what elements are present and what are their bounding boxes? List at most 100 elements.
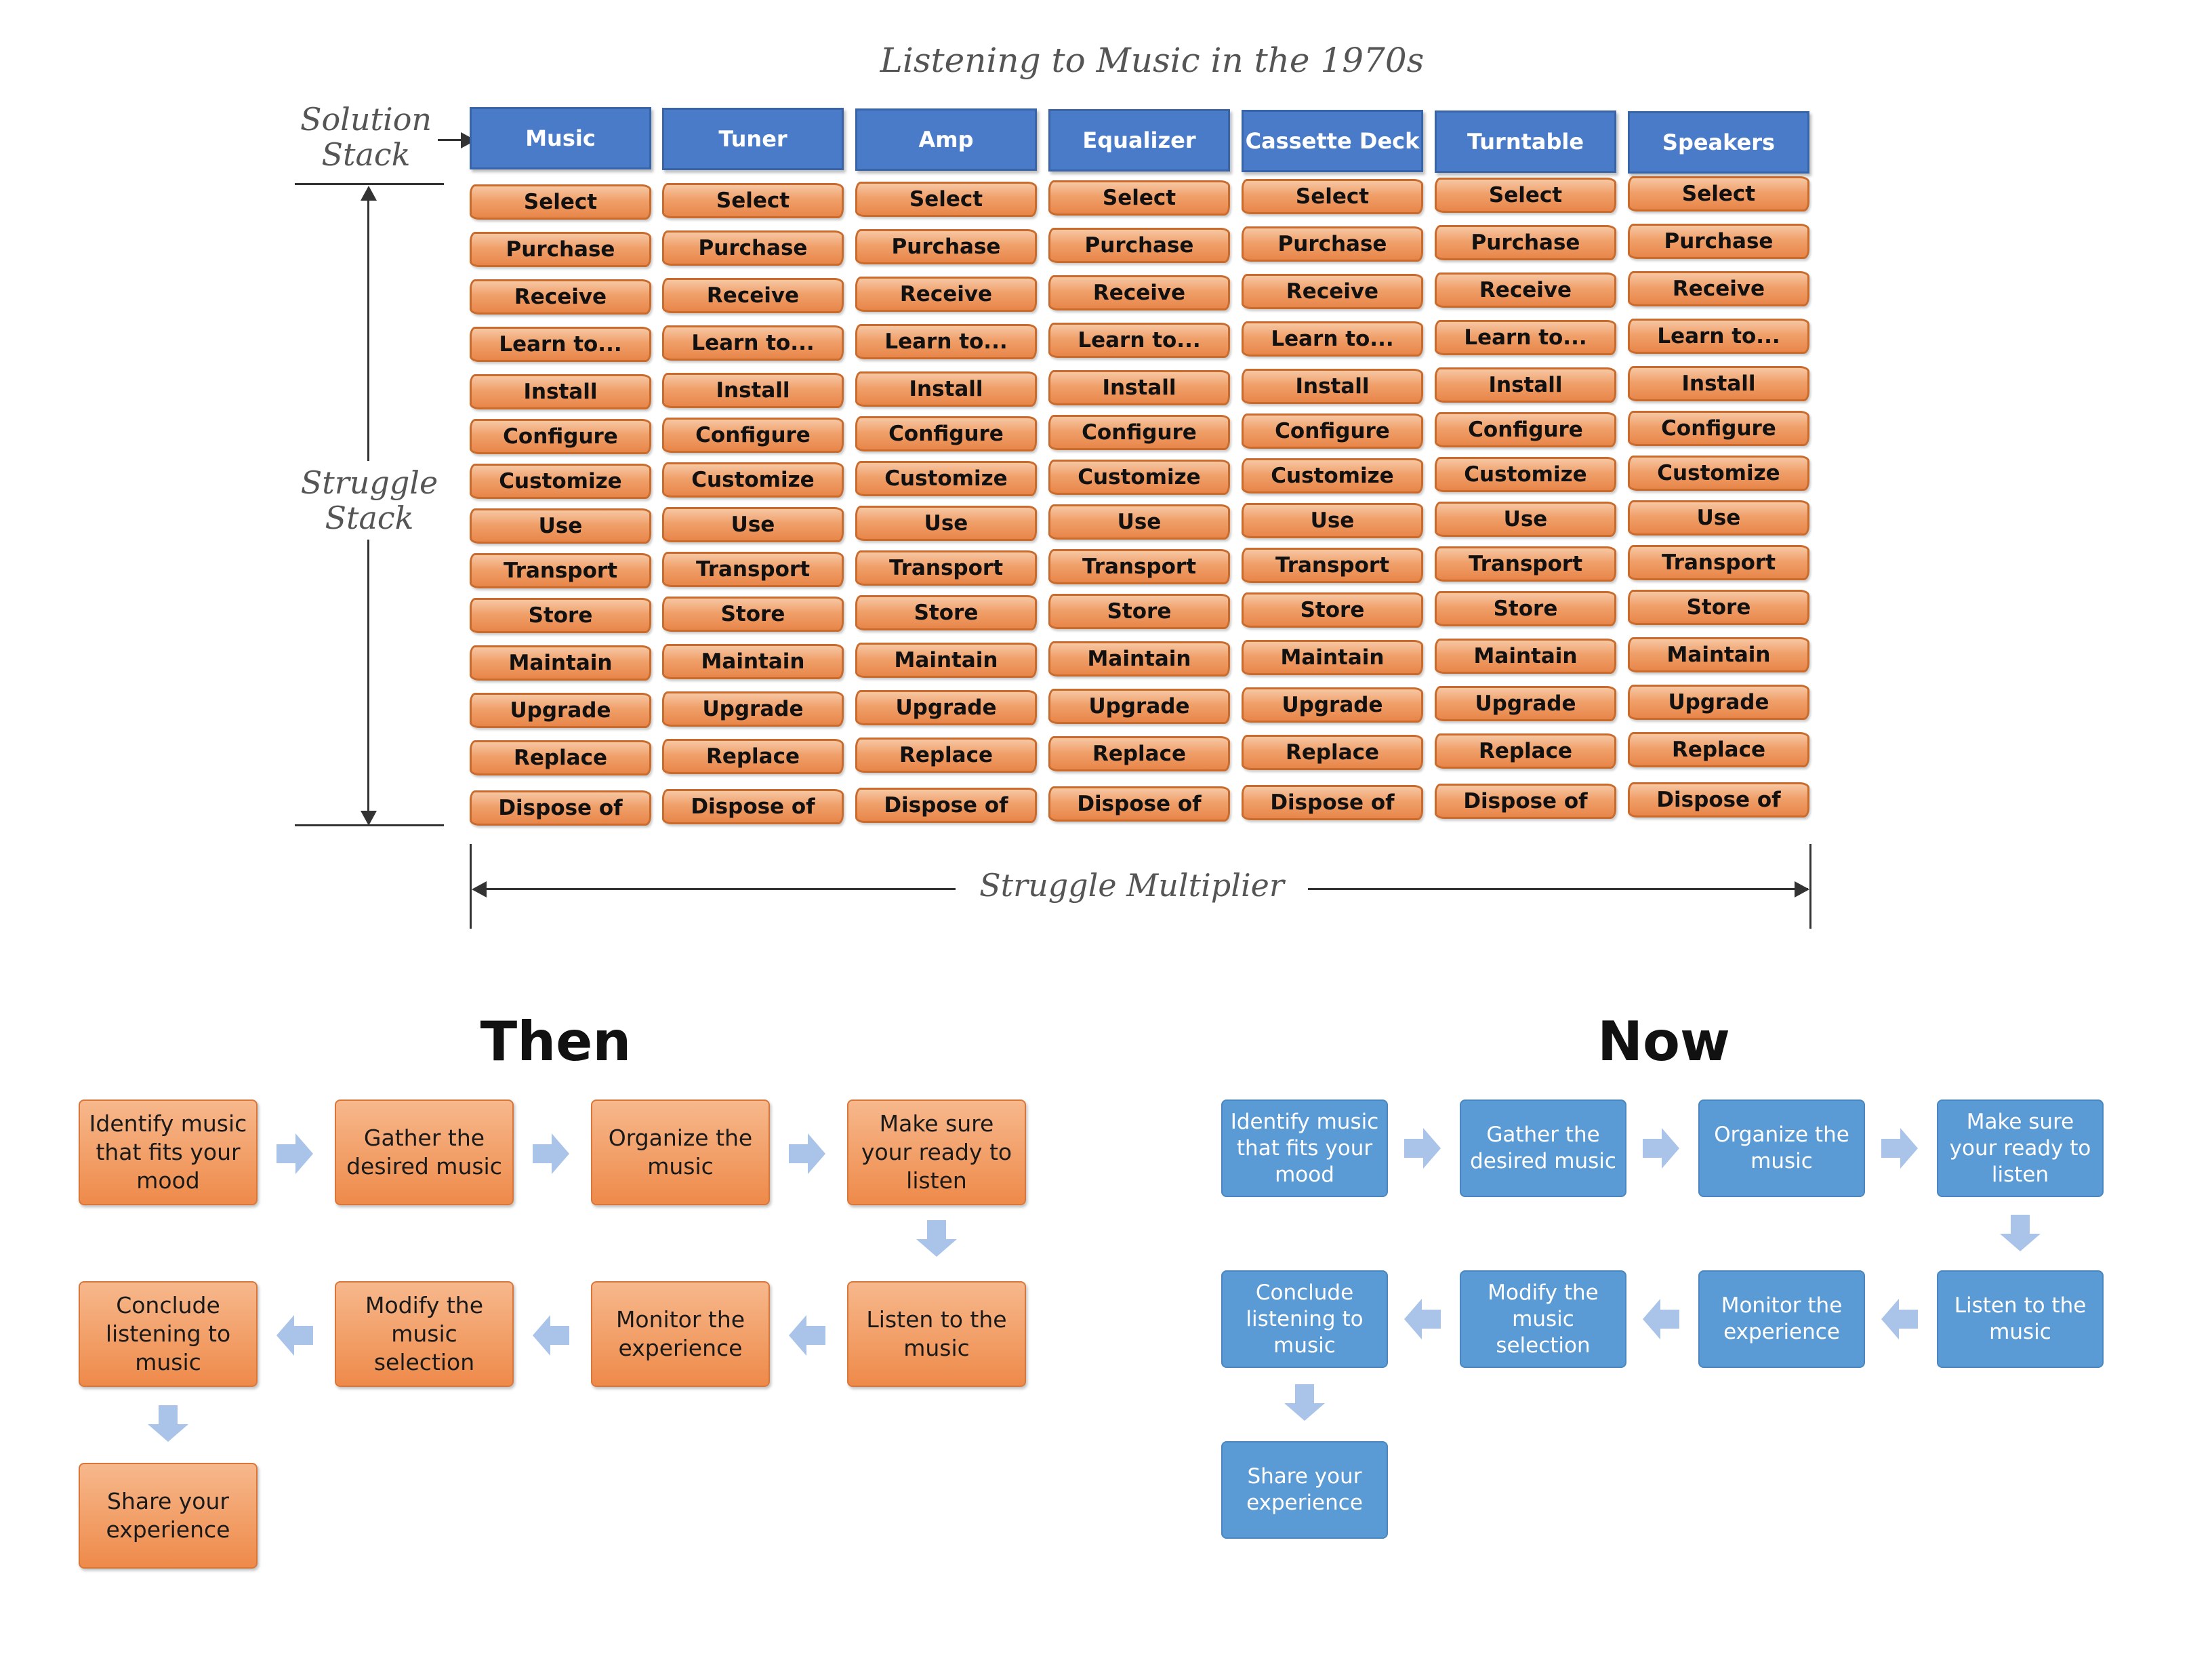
multiplier-left-tick <box>470 844 472 929</box>
then-flow-arrow-icon <box>533 1133 569 1177</box>
struggle-cell: Select <box>855 182 1037 217</box>
struggle-cell: Receive <box>1048 275 1230 310</box>
struggle-cell: Use <box>1048 504 1230 540</box>
struggle-cell: Transport <box>470 553 651 588</box>
multiplier-arrow-left <box>472 881 487 897</box>
now-flow-arrow-icon <box>1881 1128 1918 1171</box>
struggle-cell: Store <box>855 595 1037 630</box>
then-step: Modify the music selection <box>335 1281 514 1387</box>
struggle-cell: Customize <box>855 461 1037 496</box>
struggle-cell: Install <box>1242 369 1423 404</box>
struggle-cell: Store <box>1435 591 1616 626</box>
struggle-cell: Install <box>662 373 844 408</box>
struggle-cell: Customize <box>1628 456 1809 491</box>
struggle-cell: Dispose of <box>1435 784 1616 819</box>
struggle-cell: Learn to... <box>1048 323 1230 358</box>
now-step: Modify the music selection <box>1460 1270 1626 1368</box>
diagram-title: Listening to Music in the 1970s <box>880 41 1425 80</box>
struggle-cell: Customize <box>470 464 651 499</box>
struggle-cell: Upgrade <box>662 691 844 727</box>
struggle-cell: Store <box>662 597 844 632</box>
struggle-cell: Use <box>855 506 1037 541</box>
struggle-cell: Customize <box>1435 457 1616 492</box>
now-flow-arrow-icon <box>1643 1128 1679 1171</box>
then-flow-arrow-icon <box>916 1220 957 1259</box>
then-step: Conclude listening to music <box>79 1281 258 1387</box>
column-header: Turntable <box>1435 110 1616 173</box>
struggle-cell: Select <box>1435 178 1616 213</box>
multiplier-arrow-right <box>1795 881 1809 897</box>
struggle-cell: Upgrade <box>1242 687 1423 723</box>
struggle-cell: Dispose of <box>662 789 844 824</box>
struggle-cell: Replace <box>470 740 651 775</box>
struggle-cell: Receive <box>1242 274 1423 309</box>
struggle-cell: Configure <box>1242 414 1423 449</box>
column-header: Equalizer <box>1048 109 1230 172</box>
then-flow-arrow-icon <box>276 1315 313 1358</box>
struggle-cell: Install <box>855 371 1037 407</box>
struggle-cell: Purchase <box>662 230 844 266</box>
now-step: Identify music that fits your mood <box>1221 1100 1388 1197</box>
struggle-cell: Learn to... <box>662 325 844 361</box>
struggle-cell: Upgrade <box>1435 686 1616 721</box>
then-step: Make sure your ready to listen <box>847 1100 1026 1205</box>
struggle-cell: Use <box>470 508 651 544</box>
now-step: Monitor the experience <box>1698 1270 1865 1368</box>
now-step: Gather the desired music <box>1460 1100 1626 1197</box>
struggle-cell: Configure <box>470 419 651 454</box>
struggle-cell: Maintain <box>662 644 844 679</box>
struggle-cell: Dispose of <box>1048 786 1230 822</box>
struggle-cell: Maintain <box>1435 639 1616 674</box>
struggle-cell: Install <box>1435 367 1616 403</box>
struggle-cell: Store <box>1242 592 1423 628</box>
struggle-cell: Replace <box>855 738 1037 773</box>
struggle-cell: Learn to... <box>1628 319 1809 354</box>
struggle-cell: Upgrade <box>855 690 1037 725</box>
struggle-cell: Receive <box>1435 273 1616 308</box>
struggle-cell: Install <box>1628 366 1809 401</box>
then-step: Identify music that fits your mood <box>79 1100 258 1205</box>
now-flow-arrow-icon <box>2000 1215 2041 1254</box>
struggle-cell: Transport <box>1435 546 1616 582</box>
multiplier-right-tick <box>1809 844 1811 929</box>
then-flow-arrow-icon <box>276 1133 313 1177</box>
column-header: Speakers <box>1628 111 1809 174</box>
struggle-cell: Receive <box>855 277 1037 312</box>
struggle-cell: Configure <box>662 418 844 453</box>
column-header: Tuner <box>662 108 844 170</box>
struggle-cell: Dispose of <box>855 788 1037 823</box>
struggle-stack-arrow-up <box>361 186 377 201</box>
struggle-cell: Receive <box>470 279 651 315</box>
struggle-cell: Use <box>1628 500 1809 536</box>
struggle-cell: Transport <box>855 550 1037 586</box>
struggle-cell: Purchase <box>855 229 1037 264</box>
column-header: Amp <box>855 108 1037 171</box>
struggle-cell: Maintain <box>1628 637 1809 672</box>
then-step: Organize the music <box>591 1100 770 1205</box>
now-step: Conclude listening to music <box>1221 1270 1388 1368</box>
struggle-cell: Replace <box>1628 732 1809 767</box>
now-title: Now <box>1597 1010 1730 1073</box>
struggle-cell: Select <box>1628 176 1809 211</box>
struggle-multiplier-label: Struggle Multiplier <box>956 868 1308 903</box>
struggle-cell: Purchase <box>1435 225 1616 260</box>
then-step: Monitor the experience <box>591 1281 770 1387</box>
struggle-cell: Maintain <box>1048 641 1230 677</box>
struggle-cell: Transport <box>1242 548 1423 583</box>
struggle-cell: Learn to... <box>1242 321 1423 357</box>
then-flow-arrow-icon <box>789 1133 825 1177</box>
struggle-cell: Upgrade <box>1048 689 1230 724</box>
struggle-cell: Use <box>1435 502 1616 537</box>
now-step: Share your experience <box>1221 1441 1388 1539</box>
struggle-cell: Upgrade <box>470 693 651 728</box>
struggle-cell: Receive <box>662 278 844 313</box>
struggle-cell: Dispose of <box>470 790 651 826</box>
struggle-cell: Configure <box>1628 411 1809 446</box>
struggle-cell: Maintain <box>1242 640 1423 675</box>
then-step: Listen to the music <box>847 1281 1026 1387</box>
struggle-stack-arrow-down <box>361 811 377 826</box>
then-step: Gather the desired music <box>335 1100 514 1205</box>
struggle-cell: Store <box>1628 590 1809 625</box>
now-flow-arrow-icon <box>1284 1384 1325 1424</box>
now-flow-arrow-icon <box>1643 1299 1679 1342</box>
